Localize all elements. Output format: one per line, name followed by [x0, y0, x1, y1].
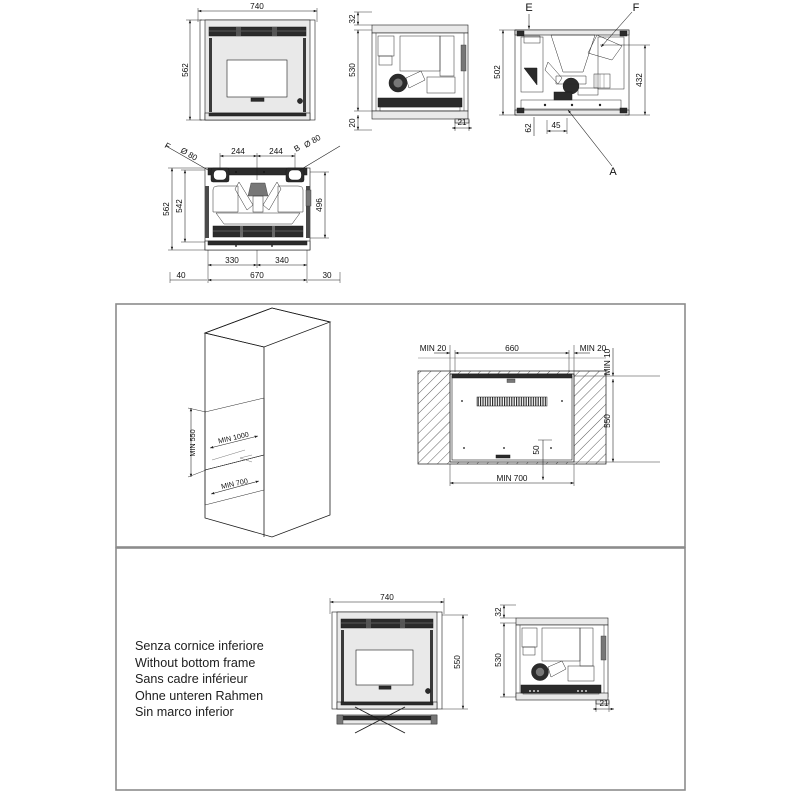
view-isometric-cabinet: MIN 550 MIN 1000 MIN 700 — [187, 307, 332, 538]
panel-middle-border — [115, 303, 686, 548]
dim-nf-front-height: 550 — [453, 655, 462, 669]
dim-recess-opening-width: 660 — [505, 344, 519, 353]
flue-b-label: B — [293, 143, 303, 154]
dim-nf-side-rear-offset: 21 — [599, 699, 609, 708]
dim-plan-overall-depth: 562 — [162, 202, 171, 216]
note-line-it: Senza cornice inferiore — [135, 639, 264, 653]
dim-plan-left-margin: 40 — [176, 271, 186, 280]
dim-recess-left-clearance: MIN 20 — [420, 344, 447, 353]
dim-nf-side-top-offset: 32 — [494, 607, 503, 617]
view-side-section-no-frame: 32 530 21 — [494, 604, 614, 712]
note-line-de: Ohne unteren Rahmen — [135, 688, 264, 703]
note-block: Senza cornice inferiore Without bottom f… — [135, 638, 264, 721]
dim-recess-bottom-offset: 50 — [532, 445, 541, 455]
dim-plan-right-flue: 244 — [269, 147, 283, 156]
flue-f-label: F — [163, 141, 172, 151]
callout-a-label: A — [609, 166, 617, 178]
dim-nf-side-body-height: 530 — [494, 653, 503, 667]
excluded-bottom-frame — [336, 706, 438, 734]
callout-f-label: F — [633, 2, 640, 14]
panel-bottom-border — [115, 547, 686, 791]
dim-recess-opening-height: 550 — [603, 414, 612, 428]
note-line-en: Without bottom frame — [135, 655, 256, 670]
dim-nf-front-width: 740 — [380, 593, 394, 602]
view-side-section: 32 530 20 21 — [348, 11, 472, 131]
dim-rear-inner-height: 432 — [635, 73, 644, 87]
dim-plan-total-span: 670 — [250, 271, 264, 280]
view-front-elevation-no-frame: 740 550 — [329, 593, 468, 710]
view-rear-section: E F A 502 432 62 45 — [493, 2, 650, 178]
dim-side-top-offset: 32 — [348, 14, 357, 24]
dim-plan-left-flue: 244 — [231, 147, 245, 156]
dim-side-body-height: 530 — [348, 63, 357, 77]
dim-plan-inner-depth: 496 — [315, 198, 324, 212]
dim-plan-left-span: 330 — [225, 256, 239, 265]
view-recess-opening: MIN 20 660 MIN 20 MIN 10 550 50 MIN 700 — [417, 344, 660, 486]
dim-rear-left-offset: 62 — [524, 123, 533, 133]
dim-recess-min-width: MIN 700 — [497, 474, 528, 483]
dim-recess-right-clearance: MIN 20 — [580, 344, 607, 353]
view-plan-top: F Ø 80 B Ø 80 244 244 562 542 496 — [162, 133, 341, 283]
dim-rear-overall-height: 502 — [493, 65, 502, 79]
dim-side-base-height: 20 — [348, 118, 357, 128]
flue-f-diameter: Ø 80 — [179, 146, 199, 163]
dim-side-rear-offset: 21 — [457, 118, 467, 127]
dim-rear-center-offset: 45 — [551, 121, 561, 130]
note-line-fr: Sans cadre inférieur — [135, 672, 248, 687]
dim-front-height: 562 — [181, 63, 190, 77]
dim-plan-right-span: 340 — [275, 256, 289, 265]
dim-iso-lower-width: MIN 700 — [220, 476, 249, 491]
dim-plan-body-depth: 542 — [175, 199, 184, 213]
callout-e-label: E — [525, 2, 532, 14]
dim-front-width: 740 — [250, 2, 264, 11]
flue-b-diameter: Ø 80 — [303, 133, 323, 150]
dim-recess-top-clearance: MIN 10 — [603, 348, 612, 375]
note-line-es: Sin marco inferior — [135, 705, 234, 720]
dim-iso-height: MIN 550 — [188, 429, 197, 456]
view-front-elevation: 740 562 — [181, 2, 318, 121]
dim-plan-right-margin: 30 — [322, 271, 332, 280]
dim-iso-upper-width: MIN 1000 — [217, 430, 249, 446]
